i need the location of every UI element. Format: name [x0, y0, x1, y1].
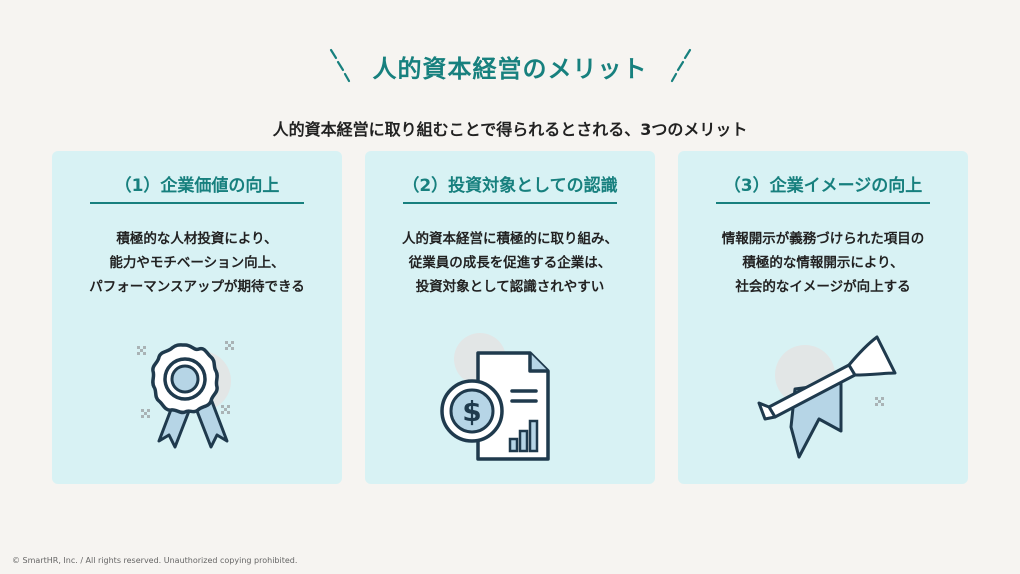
card-description: 積極的な人材投資により、 能力やモチベーション向上、 パフォーマンスアップが期待… — [60, 227, 334, 299]
card-title: （3）企業イメージの向上 — [723, 176, 923, 196]
award-ribbon-icon — [137, 341, 234, 449]
right-sparkle-icon — [670, 48, 691, 83]
description-line: 投資対象として認識されやすい — [415, 279, 605, 295]
merit-card-3: （3）企業イメージの向上 情報開示が義務づけられた項目の 積極的な情報開示により… — [678, 151, 968, 484]
card-title: （1）企業価値の向上 — [114, 176, 280, 196]
trumpet-banner-icon — [757, 335, 897, 459]
card-title: （2）投資対象としての認識 — [402, 176, 618, 196]
description-line: 積極的な人材投資により、 — [116, 231, 278, 247]
title-row: 人的資本経営のメリット — [0, 44, 1020, 88]
description-line: 情報開示が義務づけられた項目の — [721, 231, 925, 247]
title-underline — [90, 202, 304, 204]
card-description: 情報開示が義務づけられた項目の 積極的な情報開示により、 社会的なイメージが向上… — [686, 227, 960, 299]
title-underline — [716, 202, 930, 204]
title-underline — [403, 202, 617, 204]
description-line: 社会的なイメージが向上する — [735, 279, 911, 295]
left-sparkle-icon — [329, 48, 350, 83]
copyright-notice: © SmartHR, Inc. / All rights reserved. U… — [12, 556, 298, 565]
merit-card-2: （2）投資対象としての認識 人的資本経営に積極的に取り組み、 従業員の成長を促進… — [365, 151, 655, 484]
description-line: 積極的な情報開示により、 — [742, 255, 904, 271]
description-line: パフォーマンスアップが期待できる — [89, 279, 305, 295]
svg-text:$: $ — [462, 395, 481, 428]
description-line: 従業員の成長を促進する企業は、 — [408, 255, 612, 271]
page-title: 人的資本経営のメリット — [372, 54, 648, 83]
page-subtitle: 人的資本経営に取り組むことで得られるとされる、3つのメリット — [272, 120, 748, 139]
description-line: 能力やモチベーション向上、 — [109, 255, 285, 271]
card-description: 人的資本経営に積極的に取り組み、 従業員の成長を促進する企業は、 投資対象として… — [373, 227, 647, 299]
merit-card-1: （1）企業価値の向上 積極的な人材投資により、 能力やモチベーション向上、 パフ… — [52, 151, 342, 484]
dollar-report-icon: $ — [440, 333, 550, 461]
description-line: 人的資本経営に積極的に取り組み、 — [402, 231, 618, 247]
